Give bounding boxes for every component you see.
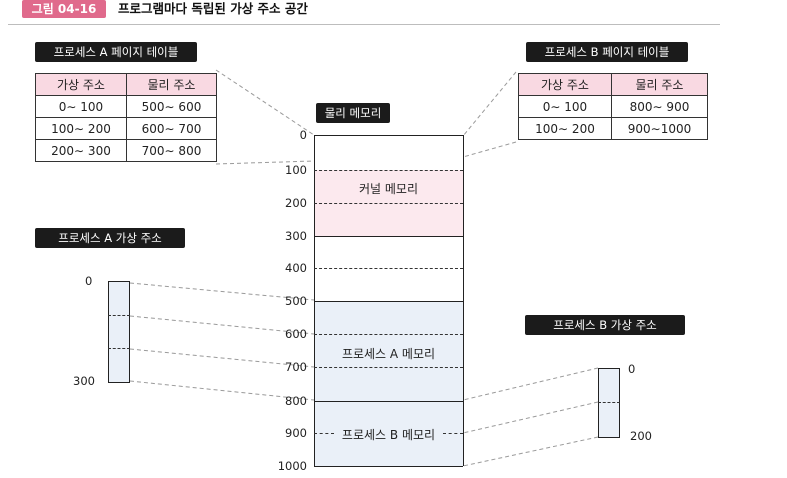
memory-boundary-300 [314,236,463,237]
page-table-b-label: 프로세스 B 페이지 테이블 [526,42,688,62]
virtual-b-divider [598,402,620,403]
memory-tick-label: 1000 [277,459,307,473]
figure-title: 프로그램마다 독립된 가상 주소 공간 [118,1,308,16]
page-table-b: 가상 주소 물리 주소 0∼ 100 800∼ 900 100∼ 200 900… [518,73,708,140]
memory-boundary-600 [314,334,463,335]
virtual-b-end-label: 200 [630,429,652,443]
virtual-b-bar [598,368,620,438]
table-row: 200∼ 300 700∼ 800 [35,139,217,162]
process-b-memory-region [314,401,464,466]
table-row: 0∼ 100 500∼ 600 [35,95,217,118]
memory-boundary-900-left [314,433,334,434]
memory-tick-label: 400 [285,261,307,275]
memory-tick-label: 200 [285,196,307,210]
table-cell: 100∼ 200 [518,117,612,140]
table-cell: 800∼ 900 [611,95,708,118]
memory-boundary-400 [314,268,463,269]
page-table-a-label: 프로세스 A 페이지 테이블 [35,42,197,62]
virtual-a-bar [108,281,130,383]
table-row: 100∼ 200 900∼1000 [518,117,708,140]
virtual-b-label: 프로세스 B 가상 주소 [525,315,685,335]
figure-tag: 그림 04-16 [22,0,106,18]
table-cell: 600∼ 700 [126,117,217,140]
virtual-b-start-label: 0 [628,362,636,376]
memory-boundary-1000 [314,466,463,467]
memory-tick-label: 500 [285,294,307,308]
table-cell: 500∼ 600 [126,95,217,118]
process-a-memory-region [314,301,464,401]
table-cell: 700∼ 800 [126,139,217,162]
virtual-a-start-label: 0 [85,274,93,288]
memory-tick-label: 0 [299,128,307,142]
memory-tick-label: 800 [285,394,307,408]
memory-boundary-900-right [443,433,463,434]
virtual-a-end-label: 300 [73,374,95,388]
memory-tick-label: 900 [285,426,307,440]
table-cell: 200∼ 300 [35,139,127,162]
process-a-memory-label: 프로세스 A 메모리 [341,347,436,361]
kernel-memory-label: 커널 메모리 [358,182,418,196]
page-table-a-header-physical: 물리 주소 [126,73,217,96]
page-table-a-header-virtual: 가상 주소 [35,73,127,96]
memory-free-0-100 [314,135,464,170]
memory-boundary-100 [314,170,463,171]
page-table-a: 가상 주소 물리 주소 0∼ 100 500∼ 600 100∼ 200 600… [35,73,217,162]
table-row: 0∼ 100 800∼ 900 [518,95,708,118]
page-table-b-header-virtual: 가상 주소 [518,73,612,96]
memory-tick-label: 100 [285,163,307,177]
memory-boundary-200 [314,203,463,204]
title-divider [8,24,720,25]
physical-memory-label: 물리 메모리 [316,103,390,123]
memory-boundary-500 [314,301,463,302]
memory-boundary-800 [314,401,463,402]
table-cell: 0∼ 100 [35,95,127,118]
virtual-a-divider [108,315,130,316]
table-row: 100∼ 200 600∼ 700 [35,117,217,140]
memory-tick-label: 300 [285,229,307,243]
table-cell: 100∼ 200 [35,117,127,140]
process-b-memory-label: 프로세스 B 메모리 [341,428,436,442]
memory-boundary-0 [314,135,463,136]
table-cell: 900∼1000 [611,117,708,140]
virtual-a-divider [108,348,130,349]
memory-boundary-700 [314,367,463,368]
page-table-b-header-physical: 물리 주소 [611,73,708,96]
table-cell: 0∼ 100 [518,95,612,118]
memory-tick-label: 700 [285,360,307,374]
virtual-a-label: 프로세스 A 가상 주소 [35,228,185,248]
memory-tick-label: 600 [285,327,307,341]
